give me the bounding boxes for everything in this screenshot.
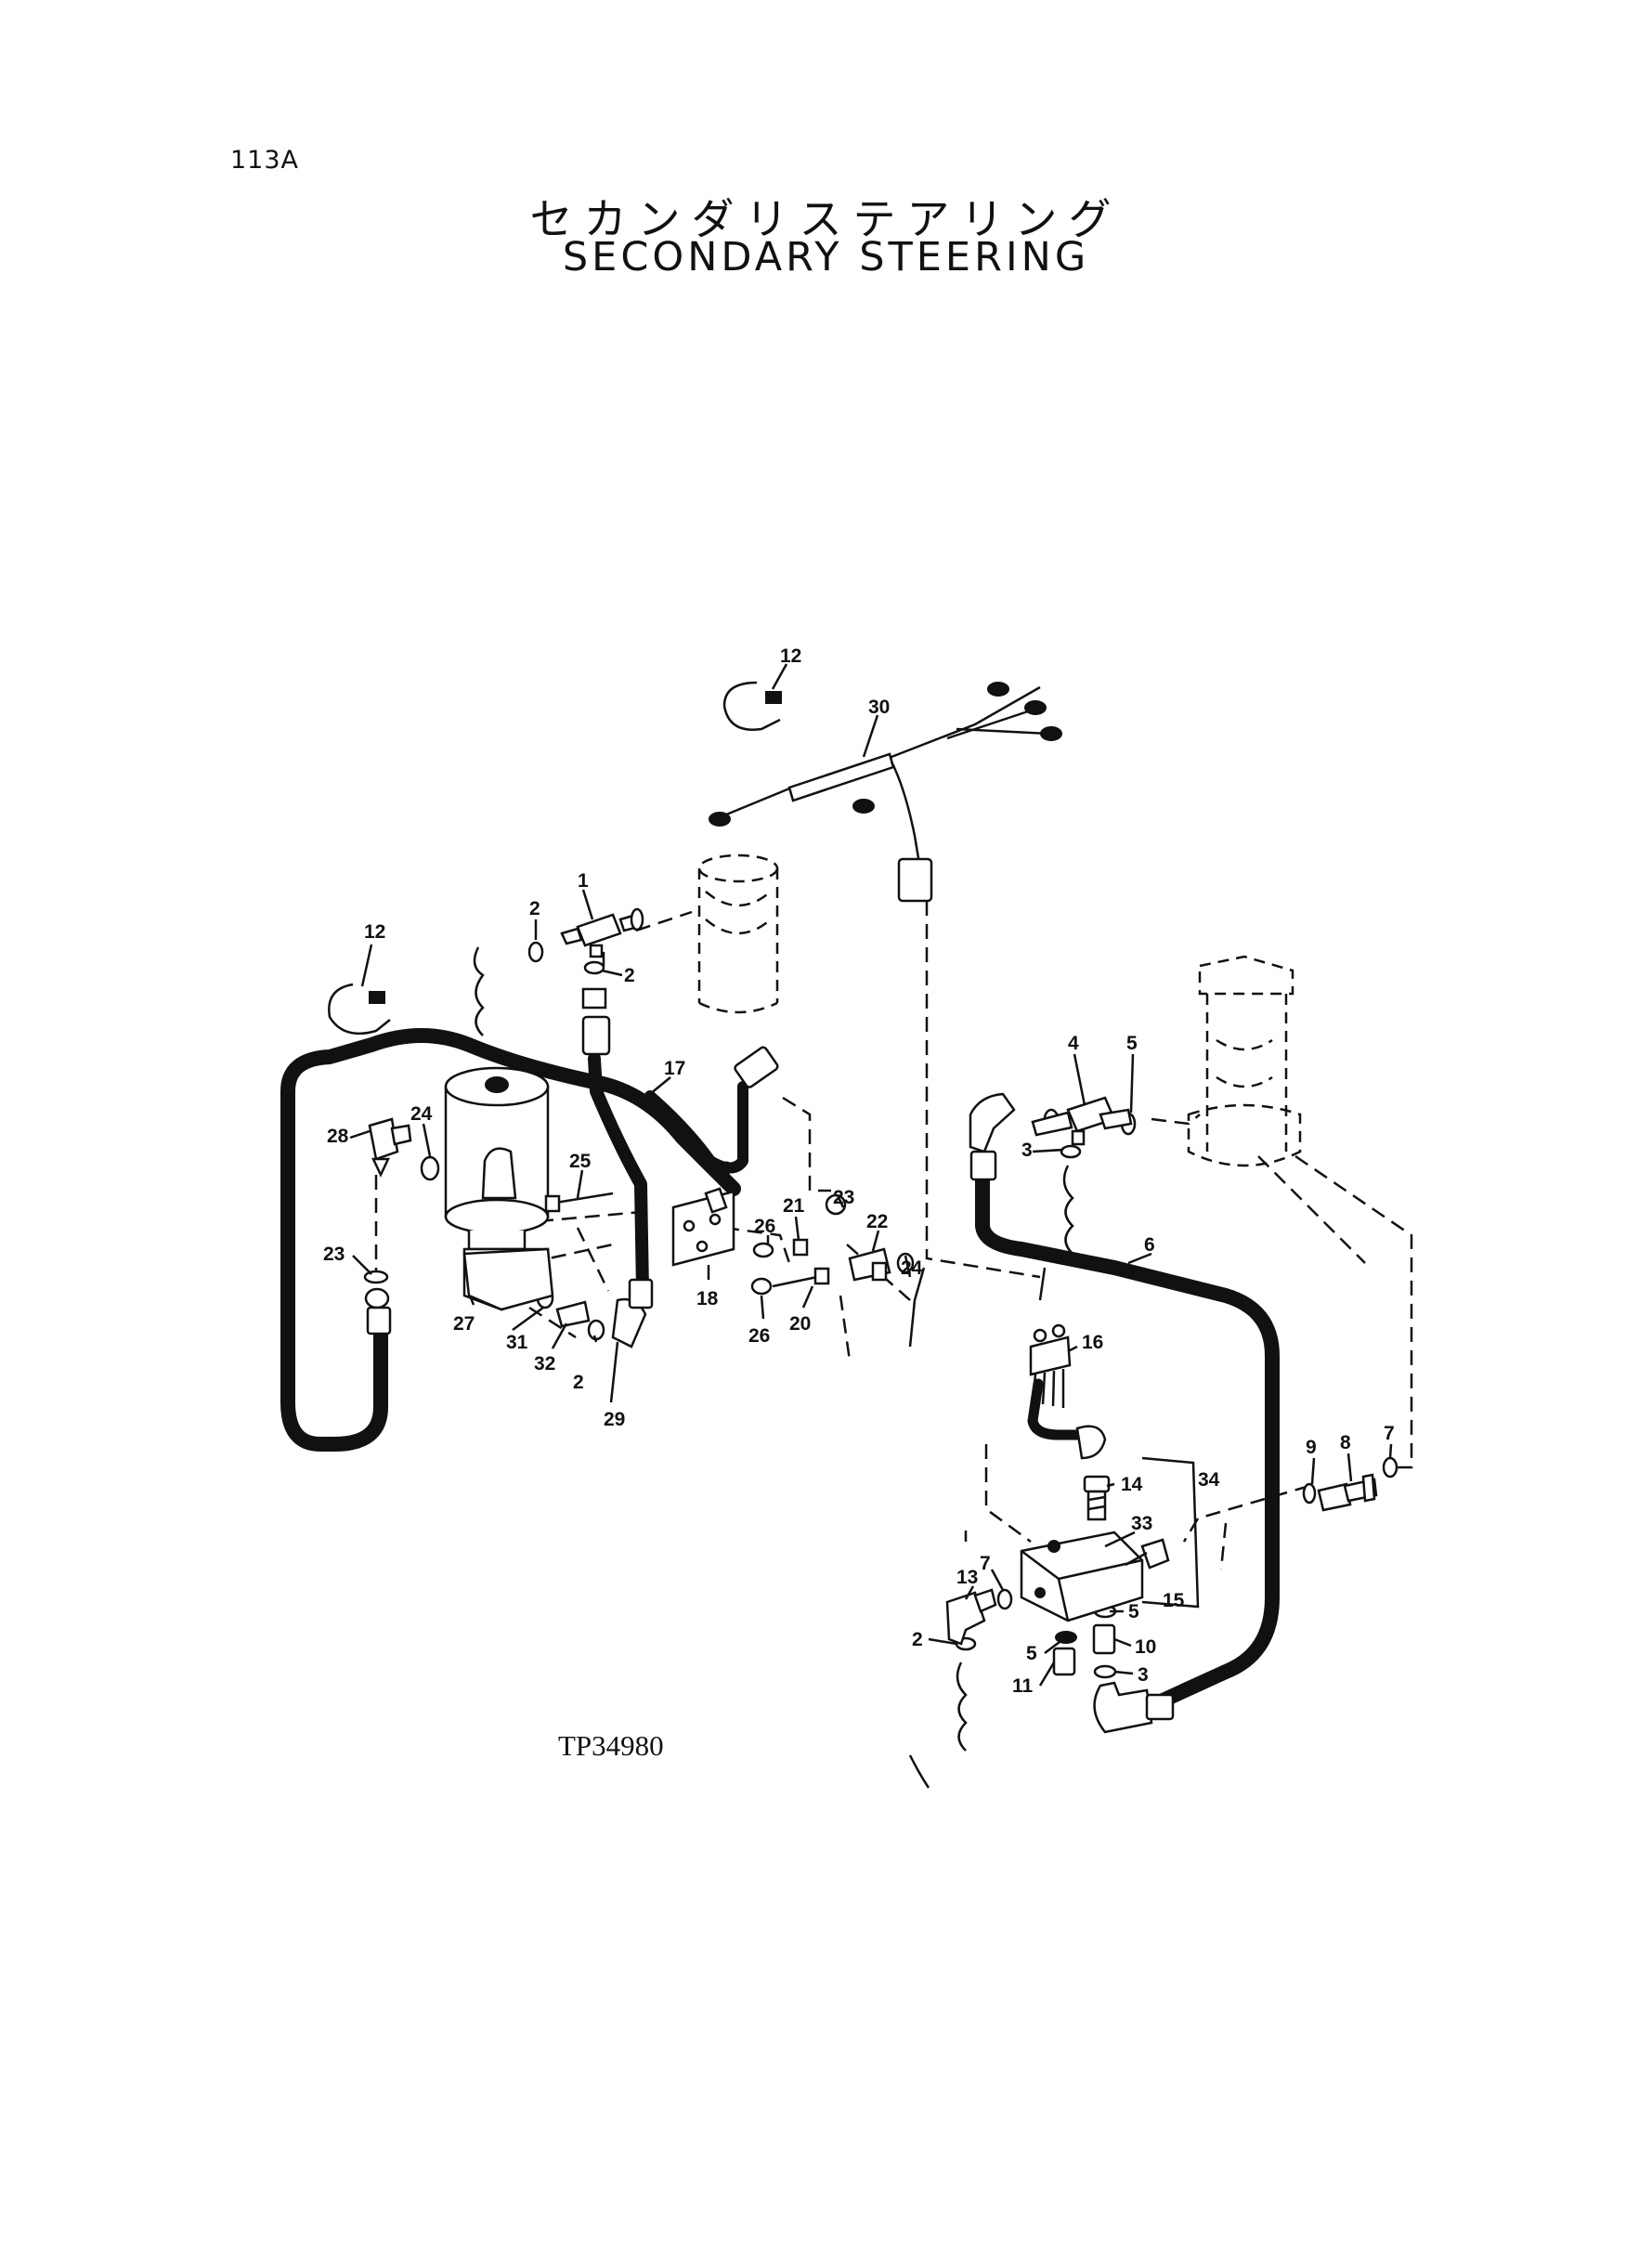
- tee-fitting-1: [560, 913, 641, 958]
- callout-28: 28: [327, 1126, 349, 1147]
- callout-16: 16: [1082, 1332, 1103, 1353]
- callout-3: 3: [1021, 1140, 1033, 1161]
- elbow-28: [368, 1117, 412, 1178]
- bolt-20: [750, 1238, 830, 1296]
- elbow-13: [945, 1588, 997, 1646]
- callout-4: 4: [1068, 1033, 1079, 1054]
- wire-coils: [473, 946, 1074, 1789]
- callout-32: 32: [534, 1353, 555, 1375]
- callout-24: 24: [901, 1257, 923, 1279]
- callout-5: 5: [1126, 1033, 1138, 1054]
- hose-clamp-top: [722, 681, 782, 731]
- fitting-hose-end-left: [581, 987, 779, 1088]
- callout-5: 5: [1026, 1643, 1037, 1664]
- callout-26: 26: [754, 1216, 775, 1237]
- fitting-31-32: [555, 1300, 591, 1328]
- callout-23: 23: [323, 1244, 345, 1265]
- callout-2: 2: [624, 965, 635, 986]
- bracket-18: [671, 1187, 735, 1267]
- callout-15: 15: [1163, 1590, 1185, 1611]
- callout-34: 34: [1198, 1469, 1220, 1491]
- callout-1: 1: [578, 870, 589, 892]
- figure-code: TP34980: [558, 1729, 664, 1762]
- callout-13: 13: [956, 1567, 978, 1588]
- adapter-22: [848, 1247, 891, 1282]
- elbow-hose-end-lower-right: [1093, 1681, 1175, 1734]
- callout-23: 23: [833, 1187, 854, 1208]
- callout-30: 30: [868, 697, 890, 718]
- callout-18: 18: [696, 1288, 719, 1309]
- callout-26: 26: [748, 1325, 770, 1347]
- callout-12: 12: [364, 921, 385, 943]
- adapters-10-11: [1052, 1623, 1116, 1676]
- hydraulic-hoses: [280, 1028, 1280, 1709]
- callout-19: 19: [710, 1158, 732, 1179]
- sensor-14: [1083, 1475, 1111, 1521]
- ghost-filter-canister-left: [697, 853, 779, 1014]
- callout-2: 2: [529, 898, 540, 919]
- fittings-8-9: [1317, 1473, 1378, 1512]
- callout-2: 2: [912, 1629, 923, 1650]
- callout-9: 9: [1306, 1437, 1317, 1458]
- callout-8: 8: [1340, 1432, 1351, 1453]
- bolt-25: [544, 1192, 614, 1213]
- callout-14: 14: [1121, 1474, 1143, 1495]
- callout-31: 31: [506, 1332, 528, 1353]
- callout-6: 6: [1144, 1234, 1155, 1256]
- ghost-filter-canister-right: [1187, 955, 1302, 1167]
- callout-11: 11: [1012, 1675, 1034, 1697]
- callout-3: 3: [1138, 1664, 1149, 1686]
- callout-22: 22: [866, 1211, 888, 1232]
- callout-5: 5: [1128, 1601, 1139, 1622]
- page-title-english: SECONDARY STEERING: [562, 234, 1090, 280]
- callout-7: 7: [1384, 1423, 1395, 1444]
- page-title-japanese: セカンダリステアリング: [529, 194, 1123, 244]
- callout-20: 20: [789, 1313, 811, 1335]
- plug-15: [1140, 1538, 1170, 1570]
- callout-27: 27: [453, 1313, 475, 1335]
- callout-25: 25: [569, 1151, 592, 1172]
- tee-fitting-4: [1031, 1096, 1133, 1146]
- callout-12: 12: [780, 645, 801, 667]
- hose-end-lower-left: [364, 1287, 392, 1335]
- callout-numbers: 12 30 1 2 2 12 17 4 5 3 24 28 25 19 21 2…: [323, 645, 1395, 1697]
- switch-16: [1029, 1323, 1107, 1460]
- hose-clamp-left: [328, 983, 391, 1036]
- callout-33: 33: [1131, 1513, 1152, 1534]
- wiring-harness: [709, 682, 1062, 903]
- callout-10: 10: [1135, 1636, 1156, 1658]
- callout-17: 17: [664, 1058, 685, 1079]
- page-number: 113A: [230, 146, 300, 175]
- callout-29: 29: [604, 1409, 625, 1430]
- callout-2: 2: [573, 1372, 584, 1393]
- callout-7: 7: [980, 1553, 991, 1574]
- valve-block-33: [1020, 1531, 1144, 1622]
- leader-lines: [349, 663, 1393, 1687]
- elbow-hose-end-right: [969, 1092, 1016, 1181]
- block-27: [462, 1247, 554, 1311]
- dashed-routing-lines: [374, 901, 1413, 1570]
- callout-24: 24: [410, 1103, 433, 1125]
- callout-21: 21: [783, 1195, 805, 1217]
- elbow-29: [611, 1278, 654, 1348]
